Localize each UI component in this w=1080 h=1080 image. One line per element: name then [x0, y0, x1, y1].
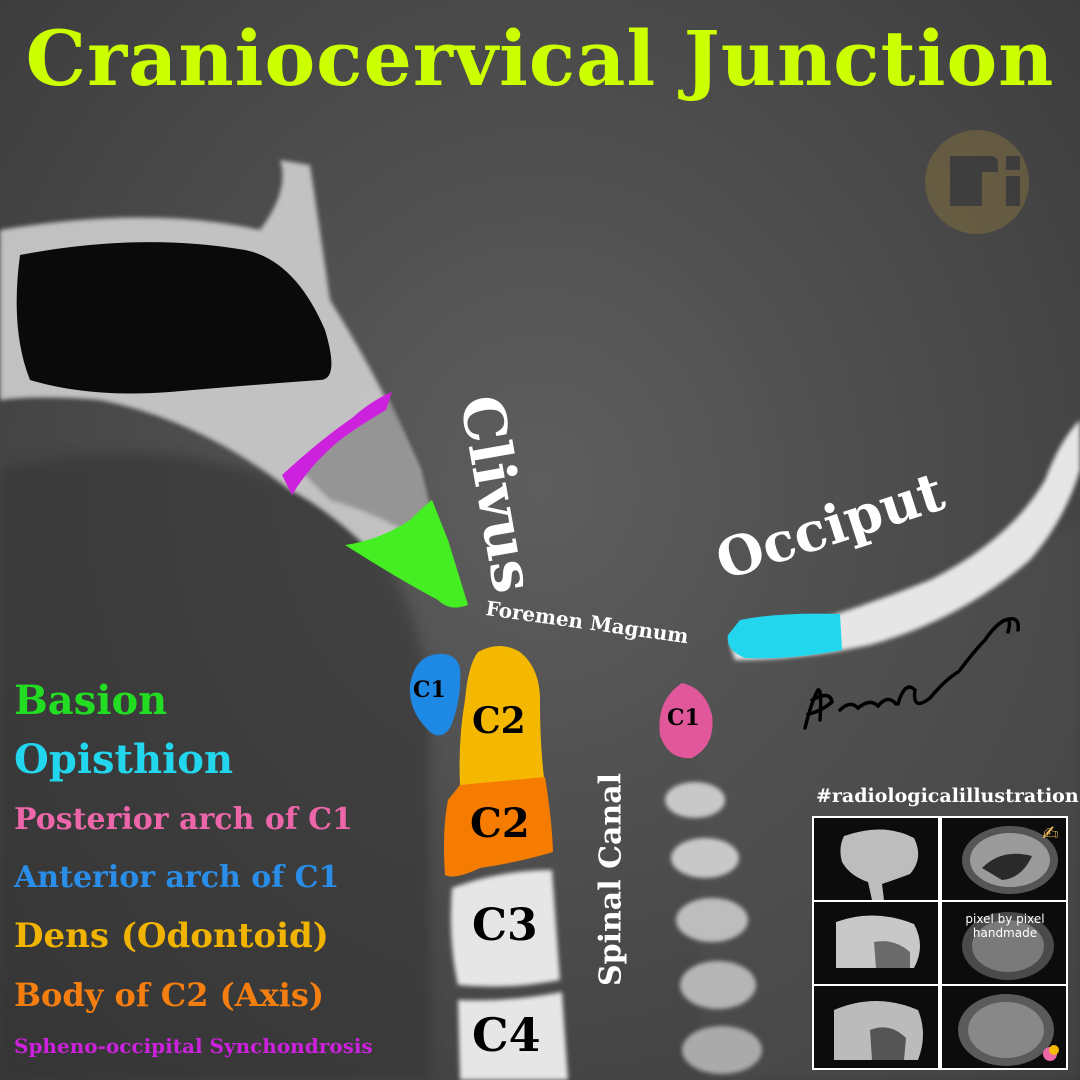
- thumbnail-mri-2: pixel by pixel handmade: [942, 902, 1066, 984]
- soft-tissue-shadow: [0, 453, 430, 1080]
- thumbnail-sagittal-2: [814, 986, 938, 1068]
- spinal-canal-label: Spinal Canal: [593, 772, 629, 987]
- c1-posterior-arch: [659, 683, 713, 759]
- c1-anterior-label: C1: [413, 677, 446, 703]
- thumbnail-mri-1: ✍: [942, 818, 1066, 900]
- legend-dens: Dens (Odontoid): [14, 916, 329, 956]
- svg-text:✍: ✍: [1042, 821, 1059, 845]
- thumbnail-silhouette: [814, 818, 938, 900]
- thumbnail-mri-3: [942, 986, 1066, 1068]
- legend: Basion Opisthion Posterior arch of C1 An…: [14, 672, 373, 1068]
- synchondrosis-mark: [282, 392, 392, 495]
- legend-body-c2: Body of C2 (Axis): [14, 976, 324, 1014]
- signature-icon: [803, 617, 1020, 730]
- legend-posterior-arch: Posterior arch of C1: [14, 802, 353, 837]
- legend-synchondrosis: Spheno-occipital Synchondrosis: [14, 1034, 373, 1058]
- basion-mark: [345, 500, 468, 608]
- c2-dens-label: C2: [472, 700, 526, 742]
- thumbnail-note: pixel by pixel handmade: [965, 912, 1045, 940]
- page-title: Craniocervical Junction: [25, 14, 1055, 103]
- opisthion-mark: [727, 613, 842, 659]
- spinous-processes: [665, 782, 762, 1074]
- thumbnail-sagittal-1: [814, 902, 938, 984]
- c3-label: C3: [472, 900, 538, 951]
- c3-vertebra: [450, 870, 560, 987]
- c4-vertebra: [458, 992, 568, 1080]
- c4-label: C4: [472, 1008, 541, 1062]
- thumbnail-grid: ✍ pixel by pixel handmade: [812, 816, 1068, 1070]
- c2-body-label: C2: [470, 800, 530, 847]
- ri-logo-icon: [925, 130, 1029, 234]
- legend-opisthion: Opisthion: [14, 736, 234, 783]
- c2-body-shape: [444, 777, 553, 877]
- legend-anterior-arch: Anterior arch of C1: [14, 860, 340, 895]
- sphenoid-sinus-cavity: [16, 242, 332, 394]
- legend-basion: Basion: [14, 677, 168, 724]
- dens-shape: [459, 646, 545, 785]
- c1-posterior-label: C1: [667, 705, 700, 731]
- hashtag-text: #radiologicalillustration: [816, 785, 1079, 807]
- c1-anterior-arch: [409, 653, 461, 736]
